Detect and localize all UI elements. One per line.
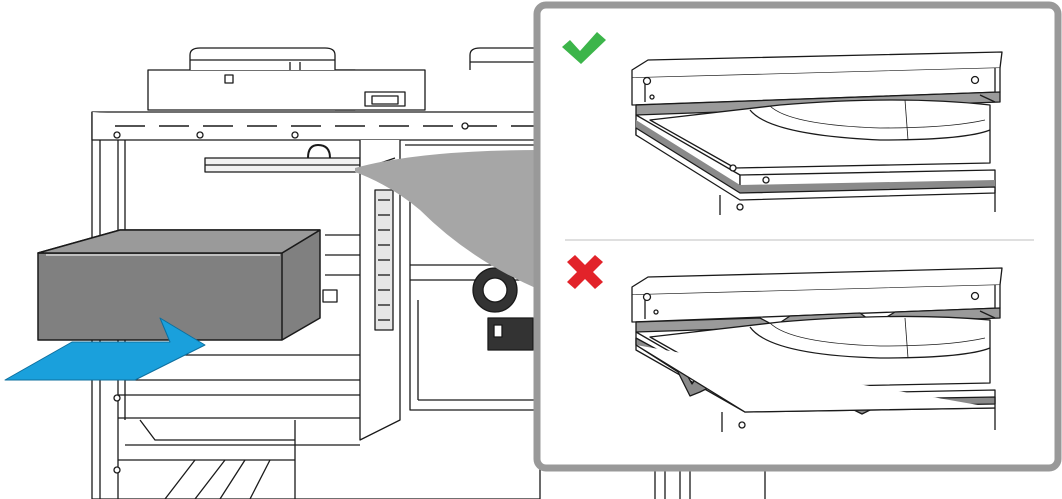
terminal-strip (374, 189, 394, 331)
check-mark-icon (562, 32, 606, 64)
incorrect-example (567, 255, 1003, 432)
cross-mark-icon (567, 255, 603, 289)
correct-example (562, 32, 1003, 215)
insert-direction-arrow (4, 317, 206, 381)
detail-inset-panel (533, 1, 1062, 472)
zoom-connector (355, 150, 540, 290)
duct-spigots (147, 47, 541, 111)
filter-cassette (37, 229, 321, 341)
